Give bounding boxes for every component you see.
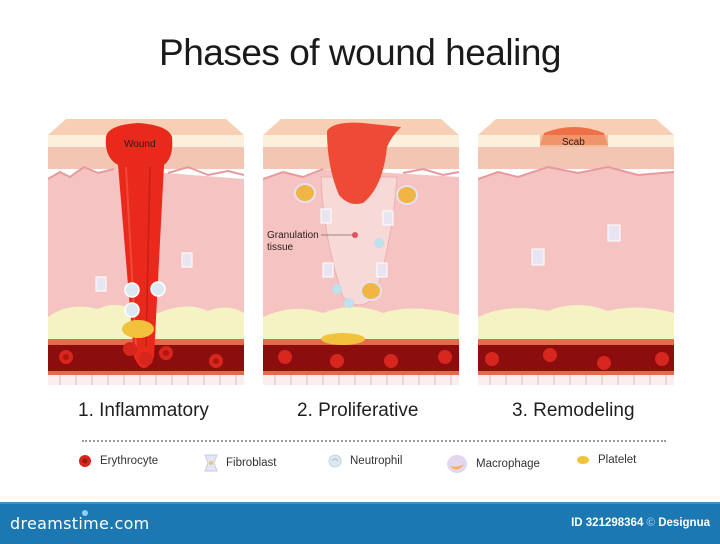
panel-inflammatory: Wound <box>48 117 244 385</box>
legend: Erythrocyte Fibroblast Neutrophil Macrop… <box>0 454 720 476</box>
phase-label-proliferative: 2. Proliferative <box>297 400 419 421</box>
image-id: ID 321298364 <box>571 517 644 529</box>
image-credit: ID 321298364 © Designua <box>571 517 710 529</box>
wound-label: Wound <box>124 139 156 150</box>
legend-item-macrophage: Macrophage <box>446 454 540 474</box>
erythrocyte-icon <box>79 455 91 467</box>
legend-item-erythrocyte: Erythrocyte <box>78 454 158 468</box>
scab-label: Scab <box>562 137 585 148</box>
macrophage-icon <box>447 455 467 473</box>
legend-item-neutrophil: Neutrophil <box>328 454 402 468</box>
panel-remodeling: Scab <box>478 117 674 385</box>
watermark-footer: dreamstime.com ID 321298364 © Designua <box>0 502 720 544</box>
diagram-title: Phases of wound healing <box>159 32 561 73</box>
brand-dot-icon <box>82 510 88 516</box>
granulation-label-line1: Granulation <box>267 230 319 241</box>
author-name: Designua <box>658 517 710 529</box>
platelet-icon <box>577 456 589 464</box>
panel-proliferative: Granulation tissue <box>263 117 459 385</box>
fibroblast-icon <box>204 454 218 472</box>
copyright-icon: © <box>646 517 656 529</box>
phase-label-inflammatory: 1. Inflammatory <box>78 400 209 421</box>
legend-separator <box>82 440 666 442</box>
legend-item-platelet: Platelet <box>576 454 636 466</box>
legend-item-fibroblast: Fibroblast <box>204 454 277 472</box>
brand-logo: dreamstime.com <box>10 510 150 533</box>
neutrophil-icon <box>328 454 342 468</box>
granulation-label-line2: tissue <box>267 242 294 253</box>
phase-label-remodeling: 3. Remodeling <box>512 400 635 421</box>
